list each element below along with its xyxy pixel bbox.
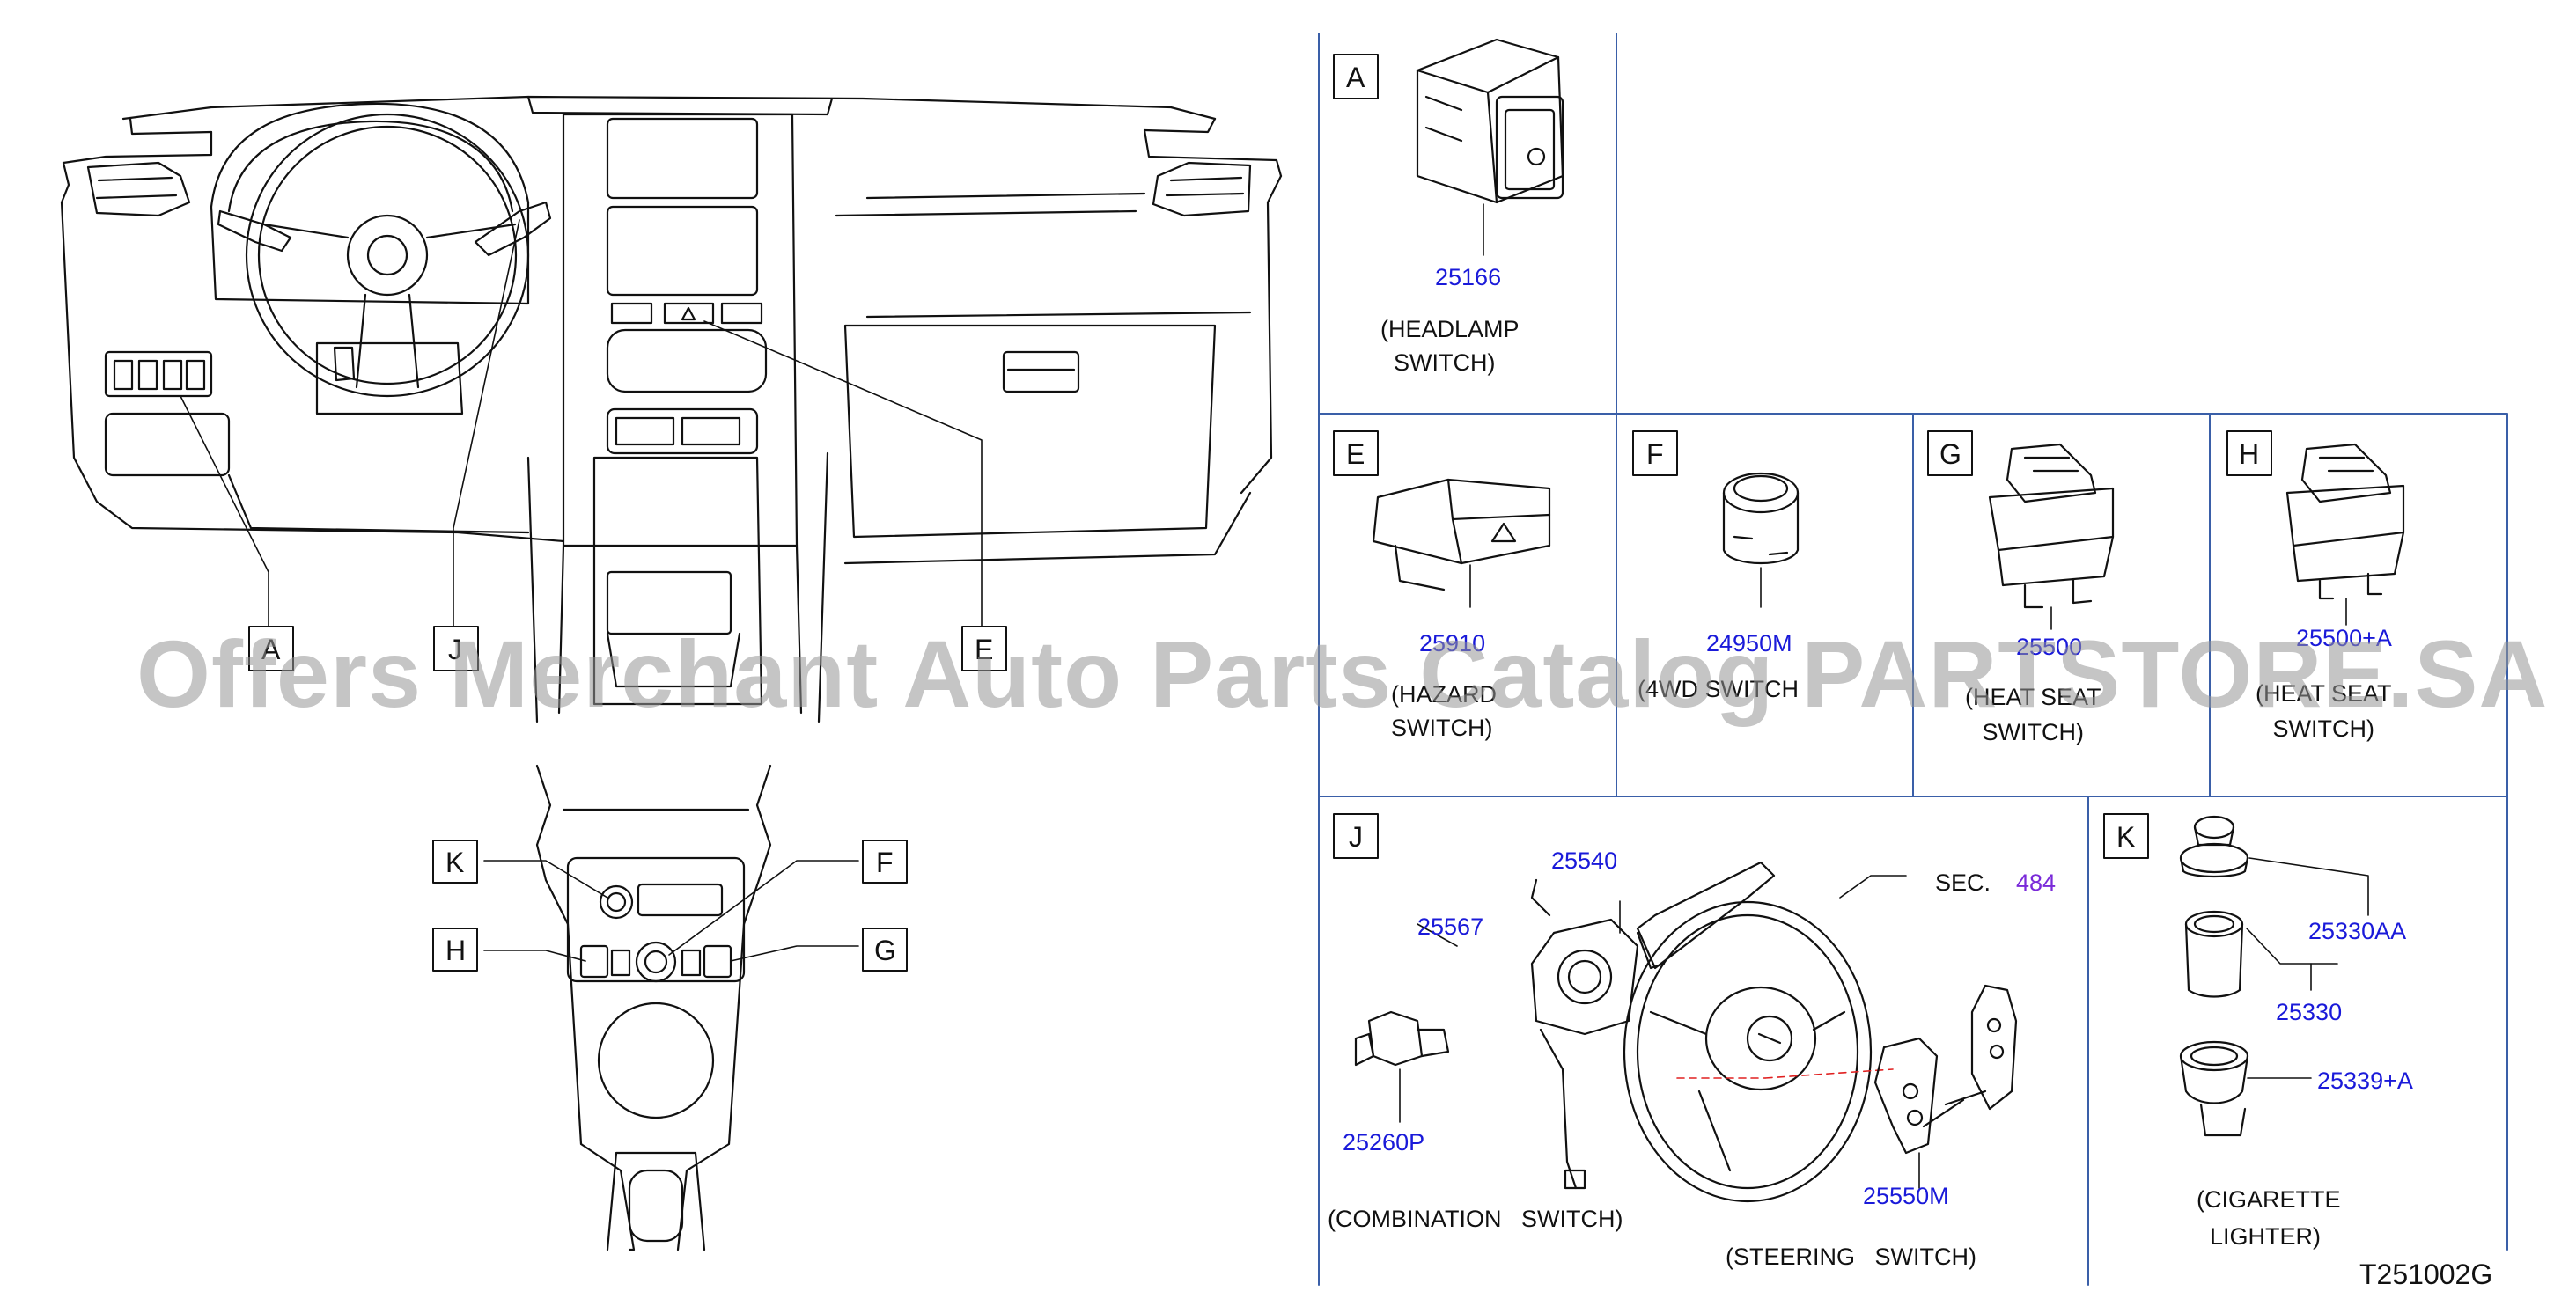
panel-f-letter-box xyxy=(1632,430,1678,476)
heat-seat-switch-icon-h xyxy=(2285,443,2405,626)
center-console-overview xyxy=(483,764,859,1251)
callout-box-h[interactable] xyxy=(432,928,478,972)
cigarette-lighter-icon xyxy=(2179,815,2369,1137)
callout-box-a[interactable] xyxy=(248,626,294,671)
4wd-switch-icon xyxy=(1722,472,1800,608)
steering-switch-icon xyxy=(1623,875,2018,1203)
headlamp-switch-icon xyxy=(1416,38,1564,256)
console-callout-boxes xyxy=(432,840,908,972)
callout-box-e[interactable] xyxy=(961,626,1007,671)
dashboard-overview xyxy=(60,95,1283,723)
hazard-switch-icon xyxy=(1372,478,1551,608)
panel-h-letter-box xyxy=(2226,430,2272,476)
combination-switch-icon xyxy=(1354,861,1776,1190)
panel-e-letter-box xyxy=(1333,430,1379,476)
panel-k-letter-box xyxy=(2103,813,2149,859)
panel-grid xyxy=(1318,33,2508,1286)
heat-seat-switch-icon-g xyxy=(1988,443,2115,630)
callout-box-j[interactable] xyxy=(433,626,479,671)
callout-box-f[interactable] xyxy=(862,840,908,884)
overview-callout-boxes xyxy=(248,626,1007,671)
panel-a-letter-box xyxy=(1333,54,1379,99)
callout-box-k[interactable] xyxy=(432,840,478,884)
panel-j-letter-box xyxy=(1333,813,1379,859)
callout-box-g[interactable] xyxy=(862,928,908,972)
panel-g-letter-box xyxy=(1927,430,1973,476)
